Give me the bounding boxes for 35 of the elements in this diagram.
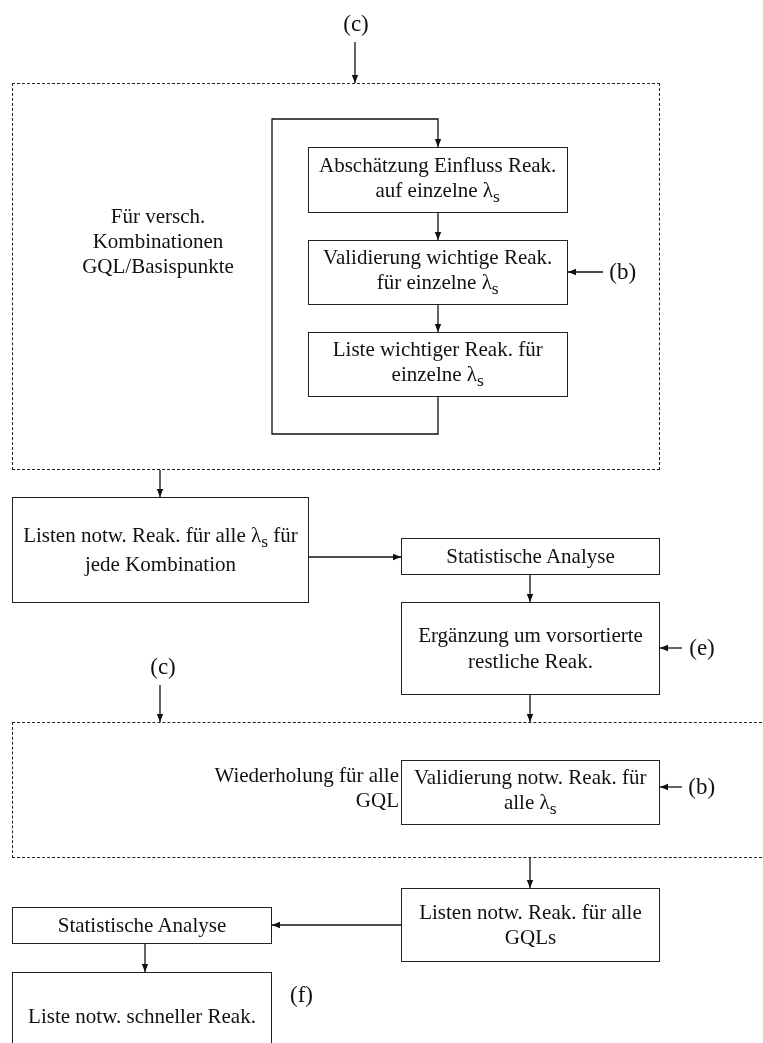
- arrow: [434, 212, 442, 241]
- reference-label: (f): [290, 982, 313, 1008]
- process-box: Liste wichtiger Reak. für einzelne λ$_{s}$: [307, 331, 568, 397]
- process-box: Listen notw. Reak. für alle λ$_{s}$ für jede Kombination: [12, 497, 309, 603]
- arrow: [271, 118, 442, 435]
- reference-label: (c): [336, 6, 376, 42]
- process-box: Statistische Analyse: [12, 907, 272, 944]
- process-box: Statistische Analyse: [401, 538, 660, 575]
- process-box: Validierung notw. Reak. für alle λ$_{s}$: [400, 759, 660, 825]
- arrow: [567, 268, 604, 276]
- loop-label: Wiederholung für alle GQL: [213, 763, 399, 814]
- arrow: [351, 41, 359, 84]
- reference-label: (b): [602, 253, 643, 290]
- process-box: Listen notw. Reak. für alle GQLs: [401, 888, 660, 962]
- arrow: [434, 304, 442, 333]
- reference-label: (e): [682, 630, 722, 666]
- process-box: Abschätzung Einfluss Reak. auf einzelne λ$_{s}$: [307, 146, 568, 213]
- reference-label: (b): [681, 768, 722, 805]
- arrow: [659, 644, 683, 652]
- reference-label: (c): [143, 649, 183, 685]
- arrow: [526, 574, 534, 603]
- process-box: Liste notw. schneller Reak.: [12, 972, 272, 1043]
- arrow: [526, 857, 534, 889]
- loop-label: Für versch. Kombinationen GQL/Basispunkte: [81, 204, 235, 280]
- process-box: Ergänzung um vorsortierte restliche Reak.: [401, 602, 660, 695]
- process-box: Validierung wichtige Reak. für einzelne λ$_{s}$: [307, 239, 568, 305]
- dashed-loop-frame: [12, 722, 763, 858]
- arrow: [156, 684, 164, 723]
- arrow: [156, 469, 164, 498]
- dashed-loop-frame: [12, 83, 660, 470]
- arrow: [659, 783, 683, 791]
- arrow: [308, 553, 402, 561]
- arrow: [526, 694, 534, 723]
- arrow: [271, 921, 402, 929]
- arrow: [141, 943, 149, 973]
